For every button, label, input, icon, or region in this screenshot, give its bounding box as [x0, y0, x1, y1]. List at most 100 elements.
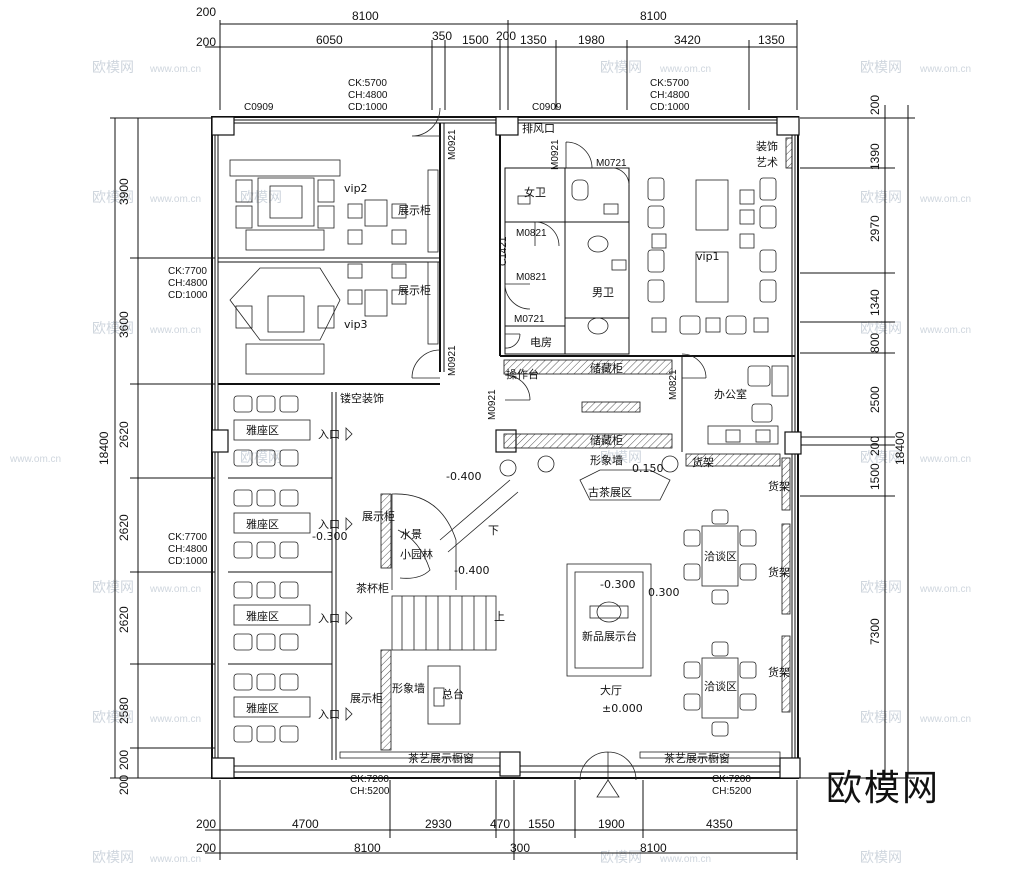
outer-walls	[211, 116, 802, 779]
furniture	[229, 137, 793, 743]
column	[495, 116, 519, 136]
dim-text: 350	[432, 29, 452, 43]
dim-text: 200	[196, 817, 216, 831]
label-entry: 入口	[318, 518, 340, 531]
note-text: CD:1000	[168, 556, 208, 567]
note-text: CH:5200	[350, 786, 390, 797]
dim-text: 3600	[117, 311, 131, 338]
door-label: M0921	[550, 139, 561, 170]
dim-text: 6050	[316, 33, 343, 47]
watermark-text: 欧模网	[92, 580, 134, 596]
vip1-chairs	[647, 177, 777, 335]
column	[784, 431, 802, 455]
label-new-product-table: 新品展示台	[582, 629, 637, 643]
window-label: C0909	[244, 102, 274, 113]
room-label-negotiation: 洽谈区	[704, 550, 737, 563]
dim-text: 8100	[354, 841, 381, 855]
dim-text: 2620	[117, 514, 131, 541]
dim-text: 2930	[425, 817, 452, 831]
level-mark: 0.300	[648, 586, 680, 599]
watermark-text: 欧模网	[860, 190, 902, 206]
room-label-office: 办公室	[714, 387, 747, 401]
brand-logo: 欧模网	[826, 768, 940, 809]
entry-markers	[345, 427, 353, 721]
door-label: M0921	[487, 389, 498, 420]
dim-text: 200	[496, 29, 516, 43]
label-tea-cup-cabinet: 茶杯柜	[356, 581, 389, 595]
column	[499, 751, 521, 777]
watermark-url: www.om.cn	[919, 454, 971, 465]
watermark-url: www.om.cn	[659, 64, 711, 75]
bottom-dimensions: 200 4700 2930 470 1550 1900 4350 200 810…	[196, 780, 798, 860]
note-text: CK:5700	[650, 78, 689, 89]
watermark-text: 欧模网	[92, 190, 134, 206]
watermark-url: www.om.cn	[919, 64, 971, 75]
window-label: C1421	[498, 236, 509, 266]
door-label: M0821	[668, 369, 679, 400]
label-stair-up: 上	[494, 610, 505, 623]
room-label-mens-wc: 男卫	[592, 286, 614, 299]
dim-text: 1340	[868, 289, 882, 316]
label-storage-cabinet: 储藏柜	[590, 361, 623, 375]
dim-text: 200	[196, 35, 216, 49]
watermark-url: www.om.cn	[149, 325, 201, 336]
door-label: M0821	[516, 272, 547, 283]
room-label-booth: 雅座区	[246, 609, 279, 623]
label-deco-art: 艺术	[756, 156, 778, 169]
label-small-garden: 小园林	[400, 547, 433, 561]
label-goods-shelf: 货架	[768, 479, 790, 493]
note-text: CD:1000	[650, 102, 690, 113]
dim-text: 1550	[528, 817, 555, 831]
column	[776, 116, 800, 136]
label-goods-shelf: 货架	[692, 455, 714, 469]
label-deco-art: 装饰	[756, 139, 778, 153]
door-label: M0721	[514, 314, 545, 325]
watermark-url: www.om.cn	[919, 584, 971, 595]
label-display-case: 展示柜	[362, 510, 395, 523]
watermark-text: 欧模网	[860, 580, 902, 596]
door-label: M0921	[447, 345, 458, 376]
dim-text: 1390	[868, 143, 882, 170]
left-dimensions: 3900 3600 2620 2620 2620 2580 200 200 18…	[97, 117, 215, 795]
room-label-lobby: 大厅	[600, 683, 622, 697]
note-text: CH:4800	[168, 544, 208, 555]
negotiation-chairs	[683, 509, 757, 737]
room-label-vip3: vip3	[344, 318, 368, 331]
window-label: C0909	[532, 102, 562, 113]
dim-text: 2620	[117, 606, 131, 633]
watermark-text: 欧模网	[92, 850, 134, 866]
note-text: CK:5700	[348, 78, 387, 89]
label-image-wall: 形象墙	[392, 681, 425, 695]
watermark-text: 欧模网	[860, 710, 902, 726]
label-display-case: 展示柜	[350, 692, 383, 705]
dim-text: 4700	[292, 817, 319, 831]
dim-text: 200	[196, 5, 216, 19]
door-label: M0821	[516, 228, 547, 239]
watermark-url: www.om.cn	[9, 454, 61, 465]
watermark-url: www.om.cn	[149, 194, 201, 205]
label-display-cabinet: 展示柜	[398, 204, 431, 217]
watermark-url: www.om.cn	[919, 714, 971, 725]
dim-text: 800	[868, 333, 882, 353]
label-entry: 入口	[318, 612, 340, 625]
dim-text: 200	[868, 436, 882, 456]
dim-total: 18400	[97, 431, 111, 465]
watermark-layer: 欧模网 欧模网 欧模网 欧模网 欧模网 欧模网 欧模网 欧模网 欧模网 欧模网 …	[9, 60, 971, 866]
watermark-url: www.om.cn	[919, 194, 971, 205]
note-text: CD:1000	[168, 290, 208, 301]
dim-text: 1500	[868, 463, 882, 490]
label-entry: 入口	[318, 428, 340, 441]
room-labels: vip2 vip3 vip1 展示柜 展示柜 排风口 女卫 男卫 电房 装饰 艺…	[246, 121, 790, 765]
note-text: CK:7700	[168, 532, 207, 543]
label-entry: 入口	[318, 708, 340, 721]
watermark-url: www.om.cn	[149, 854, 201, 865]
watermark-text: 欧模网	[600, 450, 642, 466]
room-label-vip2: vip2	[344, 182, 368, 195]
level-mark: 0.150	[632, 462, 664, 475]
watermark-text: 欧模网	[860, 850, 902, 866]
level-mark: -0.400	[454, 564, 489, 577]
dim-text: 300	[510, 841, 530, 855]
watermark-text: 欧模网	[92, 710, 134, 726]
room-label-booth: 雅座区	[246, 701, 279, 715]
label-work-counter: 操作台	[506, 367, 539, 381]
